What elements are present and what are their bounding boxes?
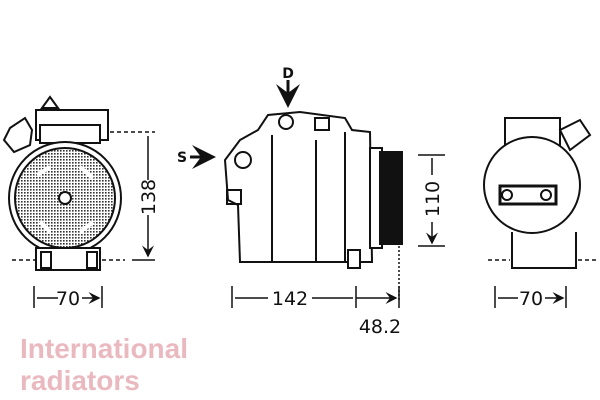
discharge-port-label: D: [282, 66, 294, 82]
svg-text:radiators: radiators: [20, 365, 140, 396]
pulley-diameter-label: 110: [422, 181, 444, 217]
suction-port-label: S: [177, 150, 187, 166]
watermark: International radiators: [20, 333, 188, 396]
side-view: [190, 80, 445, 308]
height-label: 138: [138, 179, 160, 215]
body-length-label: 142: [272, 288, 308, 310]
svg-text:International: International: [20, 333, 188, 364]
rear-view: [483, 117, 598, 308]
rear-width-label: 70: [519, 288, 543, 310]
pulley-length-label: 48.2: [359, 316, 401, 338]
front-width-label: 70: [56, 288, 80, 310]
front-view: [2, 95, 155, 308]
